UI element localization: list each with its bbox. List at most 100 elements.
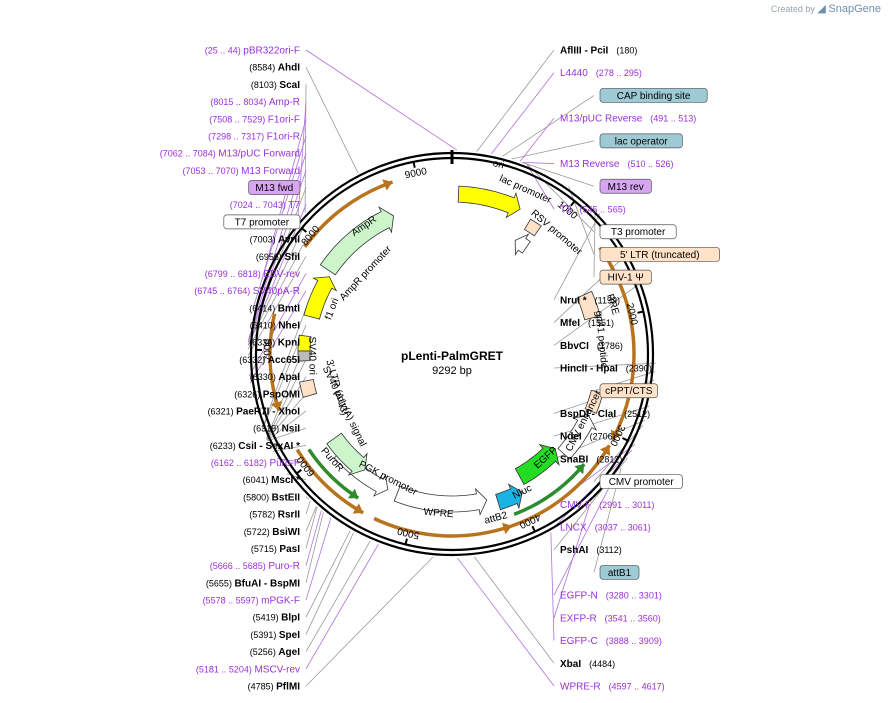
cds-arc-6 — [303, 180, 394, 248]
label-text: CMV promoter — [609, 477, 675, 488]
label-mpgk-f[interactable]: (5578 .. 5597) mPGK-F — [203, 596, 300, 607]
label-bsiwi[interactable]: (5722) BsiWI — [244, 527, 301, 538]
cds-arc-1-head — [610, 429, 622, 440]
label-f1ori-f[interactable]: (7508 .. 7529) F1ori-F — [209, 114, 300, 125]
label-text: (6330) ApaI — [250, 372, 300, 383]
label-m13-puc-reverse[interactable]: M13/pUC Reverse(491 .. 513) — [560, 114, 696, 125]
label-bsteii[interactable]: (5800) BstEII — [243, 492, 300, 503]
label-egfp-n[interactable]: EGFP-N(3280 .. 3301) — [560, 591, 662, 602]
label-pflmi[interactable]: (4785) PflMI — [248, 682, 301, 693]
label-ndei[interactable]: NdeI(2706) — [560, 432, 616, 443]
label-bfuai[interactable]: (5655) BfuAI - BspMI — [206, 578, 300, 589]
tick-2000 — [637, 310, 644, 314]
label-hincii[interactable]: HincII - HpaI(2390) — [560, 364, 652, 375]
label-puro-r[interactable]: (5666 .. 5685) Puro-R — [210, 561, 300, 572]
label-text: (7024 .. 7043) T7 — [230, 200, 301, 211]
label-cmv-promoter[interactable]: CMV promoter — [599, 474, 683, 489]
label-box — [599, 383, 658, 399]
label-nhei[interactable]: (6410) NheI — [250, 321, 300, 332]
wpre-arrow — [393, 485, 488, 516]
label-bmti[interactable]: (6414) BmtI — [249, 303, 300, 314]
label-paer7i[interactable]: (6321) PaeR7I - XhoI — [208, 406, 301, 417]
label-ahdi[interactable]: (8584) AhdI — [249, 63, 300, 74]
label-egfp-c[interactable]: EGFP-C(3888 .. 3909) — [560, 636, 662, 647]
label-wpre-r[interactable]: WPRE-R(4597 .. 4617) — [560, 682, 665, 693]
leader-afliii — [476, 49, 555, 152]
cds-arc-4-head — [352, 503, 364, 514]
label-blpi[interactable]: (5419) BlpI — [253, 613, 301, 624]
label-pshai[interactable]: PshAI(3112) — [560, 545, 622, 556]
label-box — [599, 565, 640, 580]
label-cap-binding-site[interactable]: CAP binding site — [599, 88, 708, 103]
label-pspomi[interactable]: (6326) PspOMI — [234, 389, 300, 400]
label-bspdi[interactable]: BspDI - ClaI(2512) — [560, 409, 650, 420]
leader-mfei — [553, 251, 630, 323]
label-pasi[interactable]: (5715) PasI — [251, 544, 300, 555]
label-ebv-rev[interactable]: (6799 .. 6818) EBV-rev — [205, 269, 300, 280]
label-cppt-cts[interactable]: cPPT/CTS — [599, 383, 658, 399]
label-m13-forward[interactable]: (7053 .. 7070) M13 Forward — [183, 166, 300, 177]
label-m13-puc-forward[interactable]: (7062 .. 7084) M13/pUC Forward — [160, 149, 300, 160]
label-mfei[interactable]: MfeI(1551) — [560, 318, 614, 329]
label-m13-fwd[interactable]: M13 fwd — [248, 180, 301, 195]
label-mscv-rev[interactable]: (5181 .. 5204) MSCV-rev — [196, 664, 300, 675]
label-nrui[interactable]: NruI *(1199) — [560, 295, 620, 306]
label-sfii[interactable]: (6956) SfiI — [256, 252, 300, 263]
label-5-ltr-truncated[interactable]: 5' LTR (truncated) — [599, 247, 720, 262]
label-exfp-r[interactable]: EXFP-R(3541 .. 3560) — [560, 613, 661, 624]
feature-3-ltr-u3: 3' LTR (ΔU3) — [323, 359, 350, 417]
cds-arc-5 — [268, 313, 281, 412]
label-l4440[interactable]: L4440(278 .. 295) — [560, 68, 642, 79]
label-spei[interactable]: (5391) SpeI — [250, 630, 300, 641]
leader-5-ltr-truncated — [568, 186, 595, 255]
label-text: EXFP-R(3541 .. 3560) — [560, 613, 661, 624]
label-m13-reverse[interactable]: M13 Reverse(510 .. 526) — [560, 159, 674, 170]
tick-3000 — [621, 437, 629, 442]
label-msci[interactable]: (6041) MscI * — [243, 475, 301, 486]
label-t3[interactable]: T3(545 .. 565) — [560, 205, 626, 216]
label-text: M13 fwd — [255, 183, 293, 194]
label-t3-promoter[interactable]: T3 promoter — [599, 224, 677, 240]
label-agei[interactable]: (5256) AgeI — [250, 647, 300, 658]
label-avrii[interactable]: (7003) AvrII — [250, 235, 301, 246]
label-apai[interactable]: (6330) ApaI — [250, 372, 300, 383]
label-text: (6336) KpnI — [249, 338, 300, 349]
label-kpni[interactable]: (6336) KpnI — [249, 338, 300, 349]
label-text: (25 .. 44) pBR322ori-F — [205, 46, 300, 57]
label-sv40pa-r[interactable]: (6745 .. 6764) SV40pA-R — [194, 286, 300, 297]
label-text: (7298 .. 7317) F1ori-R — [208, 131, 300, 142]
label-csii[interactable]: (6233) CsiI - SexAI * — [210, 441, 300, 452]
label-text: BspDI - ClaI(2512) — [560, 409, 650, 420]
label-nsii[interactable]: (6319) NsiI — [253, 424, 300, 435]
label-t7[interactable]: (7024 .. 7043) T7 — [230, 200, 301, 211]
label-pbr322ori-f[interactable]: (25 .. 44) pBR322ori-F — [205, 46, 300, 57]
label-xbai[interactable]: XbaI(4484) — [560, 659, 615, 670]
label-text: T7 promoter — [235, 217, 290, 228]
label-text: (6319) NsiI — [253, 424, 300, 435]
label-bbvci[interactable]: BbvCI(1786) — [560, 341, 623, 352]
label-rsrii[interactable]: (5782) RsrII — [249, 510, 300, 521]
cds-arc-2 — [511, 444, 611, 528]
label-puro-f[interactable]: (6162 .. 6182) Puro-F — [211, 458, 300, 469]
feature-cmv-enhancer: CMV enhancer — [564, 388, 604, 453]
label-cmv-f[interactable]: CMV-F(2991 .. 3011) — [560, 500, 654, 511]
tick-8000 — [301, 227, 307, 233]
label-lac-operator[interactable]: lac operator — [599, 133, 683, 149]
label-text: M13/pUC Reverse(491 .. 513) — [560, 114, 696, 125]
label-acc65i[interactable]: (6332) Acc65I — [239, 355, 300, 366]
label-text: (6321) PaeR7I - XhoI — [208, 406, 301, 417]
label-m13-rev[interactable]: M13 rev — [599, 178, 652, 194]
label-t7-promoter[interactable]: T7 promoter — [223, 214, 301, 230]
label-scai[interactable]: (8103) ScaI — [251, 80, 300, 91]
label-snabi[interactable]: SnaBI(2812) — [560, 454, 622, 465]
label-afliii[interactable]: AflIII - PciI(180) — [560, 46, 637, 57]
rre-block — [576, 290, 601, 321]
label-hiv-1[interactable]: HIV-1 Ψ — [599, 269, 652, 285]
label-amp-r[interactable]: (8015 .. 8034) Amp-R — [210, 97, 300, 108]
label-text: (6745 .. 6764) SV40pA-R — [194, 286, 300, 297]
feature-arcs — [268, 179, 636, 538]
label-text: NruI *(1199) — [560, 295, 620, 306]
label-lncx[interactable]: LNCX(3037 .. 3061) — [560, 523, 651, 534]
label-f1ori-r[interactable]: (7298 .. 7317) F1ori-R — [208, 131, 300, 142]
label-attb1[interactable]: attB1 — [599, 565, 640, 580]
